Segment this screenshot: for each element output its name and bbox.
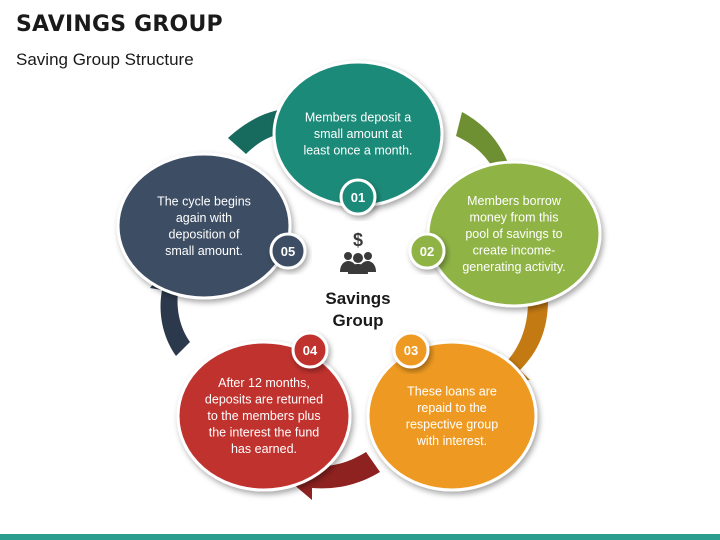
step-05-text-line: again with [176,211,232,225]
step-01-text-line: least once a month. [303,144,412,158]
step-03-number-badge [392,331,430,369]
step-04-text-line: has earned. [231,442,297,456]
step-02-number: 02 [420,244,434,259]
savings-group-icon: $ [340,230,376,274]
center-title-line2: Group [333,311,384,330]
step-05-number: 05 [281,244,295,259]
step-03-circle [366,340,538,492]
step-03-number: 03 [404,343,418,358]
step-03-text-line: repaid to the [417,401,487,415]
page-title: SAVINGS GROUP [16,12,223,37]
step-04-text-line: After 12 months, [218,376,310,390]
footer-bar [0,534,720,540]
step-04-text-line: to the members plus [207,409,320,423]
step-02-text-line: generating activity. [462,260,565,274]
step-03: These loans are repaid to the respective g… [366,331,538,492]
step-02-text-line: create income- [473,244,556,258]
step-03-text-line: These loans are [407,384,497,398]
step-01-number: 01 [351,190,365,205]
step-03-text-line: with interest. [416,434,487,448]
step-04: After 12 months, deposits are returned to … [176,331,352,492]
step-01-number-badge [339,178,377,216]
step-04-number: 04 [303,343,318,358]
step-01-text-line: Members deposit a [305,111,411,125]
step-04-text-line: deposits are returned [205,393,323,407]
step-04-number-badge [291,331,329,369]
step-01: Members deposit a small amount at least on… [272,60,444,216]
step-05-text-line: deposition of [169,227,240,241]
step-02-text-line: money from this [470,211,559,225]
step-05-text-line: small amount. [165,244,243,258]
step-02: Members borrow money from this pool of sav… [408,160,602,308]
page-subtitle: Saving Group Structure [16,50,194,69]
step-05-number-badge [269,232,307,270]
center-label: $ Savings Group [325,230,390,330]
step-01-text-line: small amount at [314,127,403,141]
center-title-line1: Savings [325,289,390,308]
step-05-circle [116,152,292,300]
step-02-number-badge [408,232,446,270]
step-05: The cycle begins again with deposition of s… [116,152,307,300]
step-04-circle [176,340,352,492]
step-04-text-line: the interest the fund [209,426,320,440]
step-02-text-line: Members borrow [467,194,562,208]
step-03-text-line: respective group [406,417,498,431]
svg-text:$: $ [353,230,363,250]
step-02-text-line: pool of savings to [465,227,562,241]
step-05-text-line: The cycle begins [157,194,251,208]
